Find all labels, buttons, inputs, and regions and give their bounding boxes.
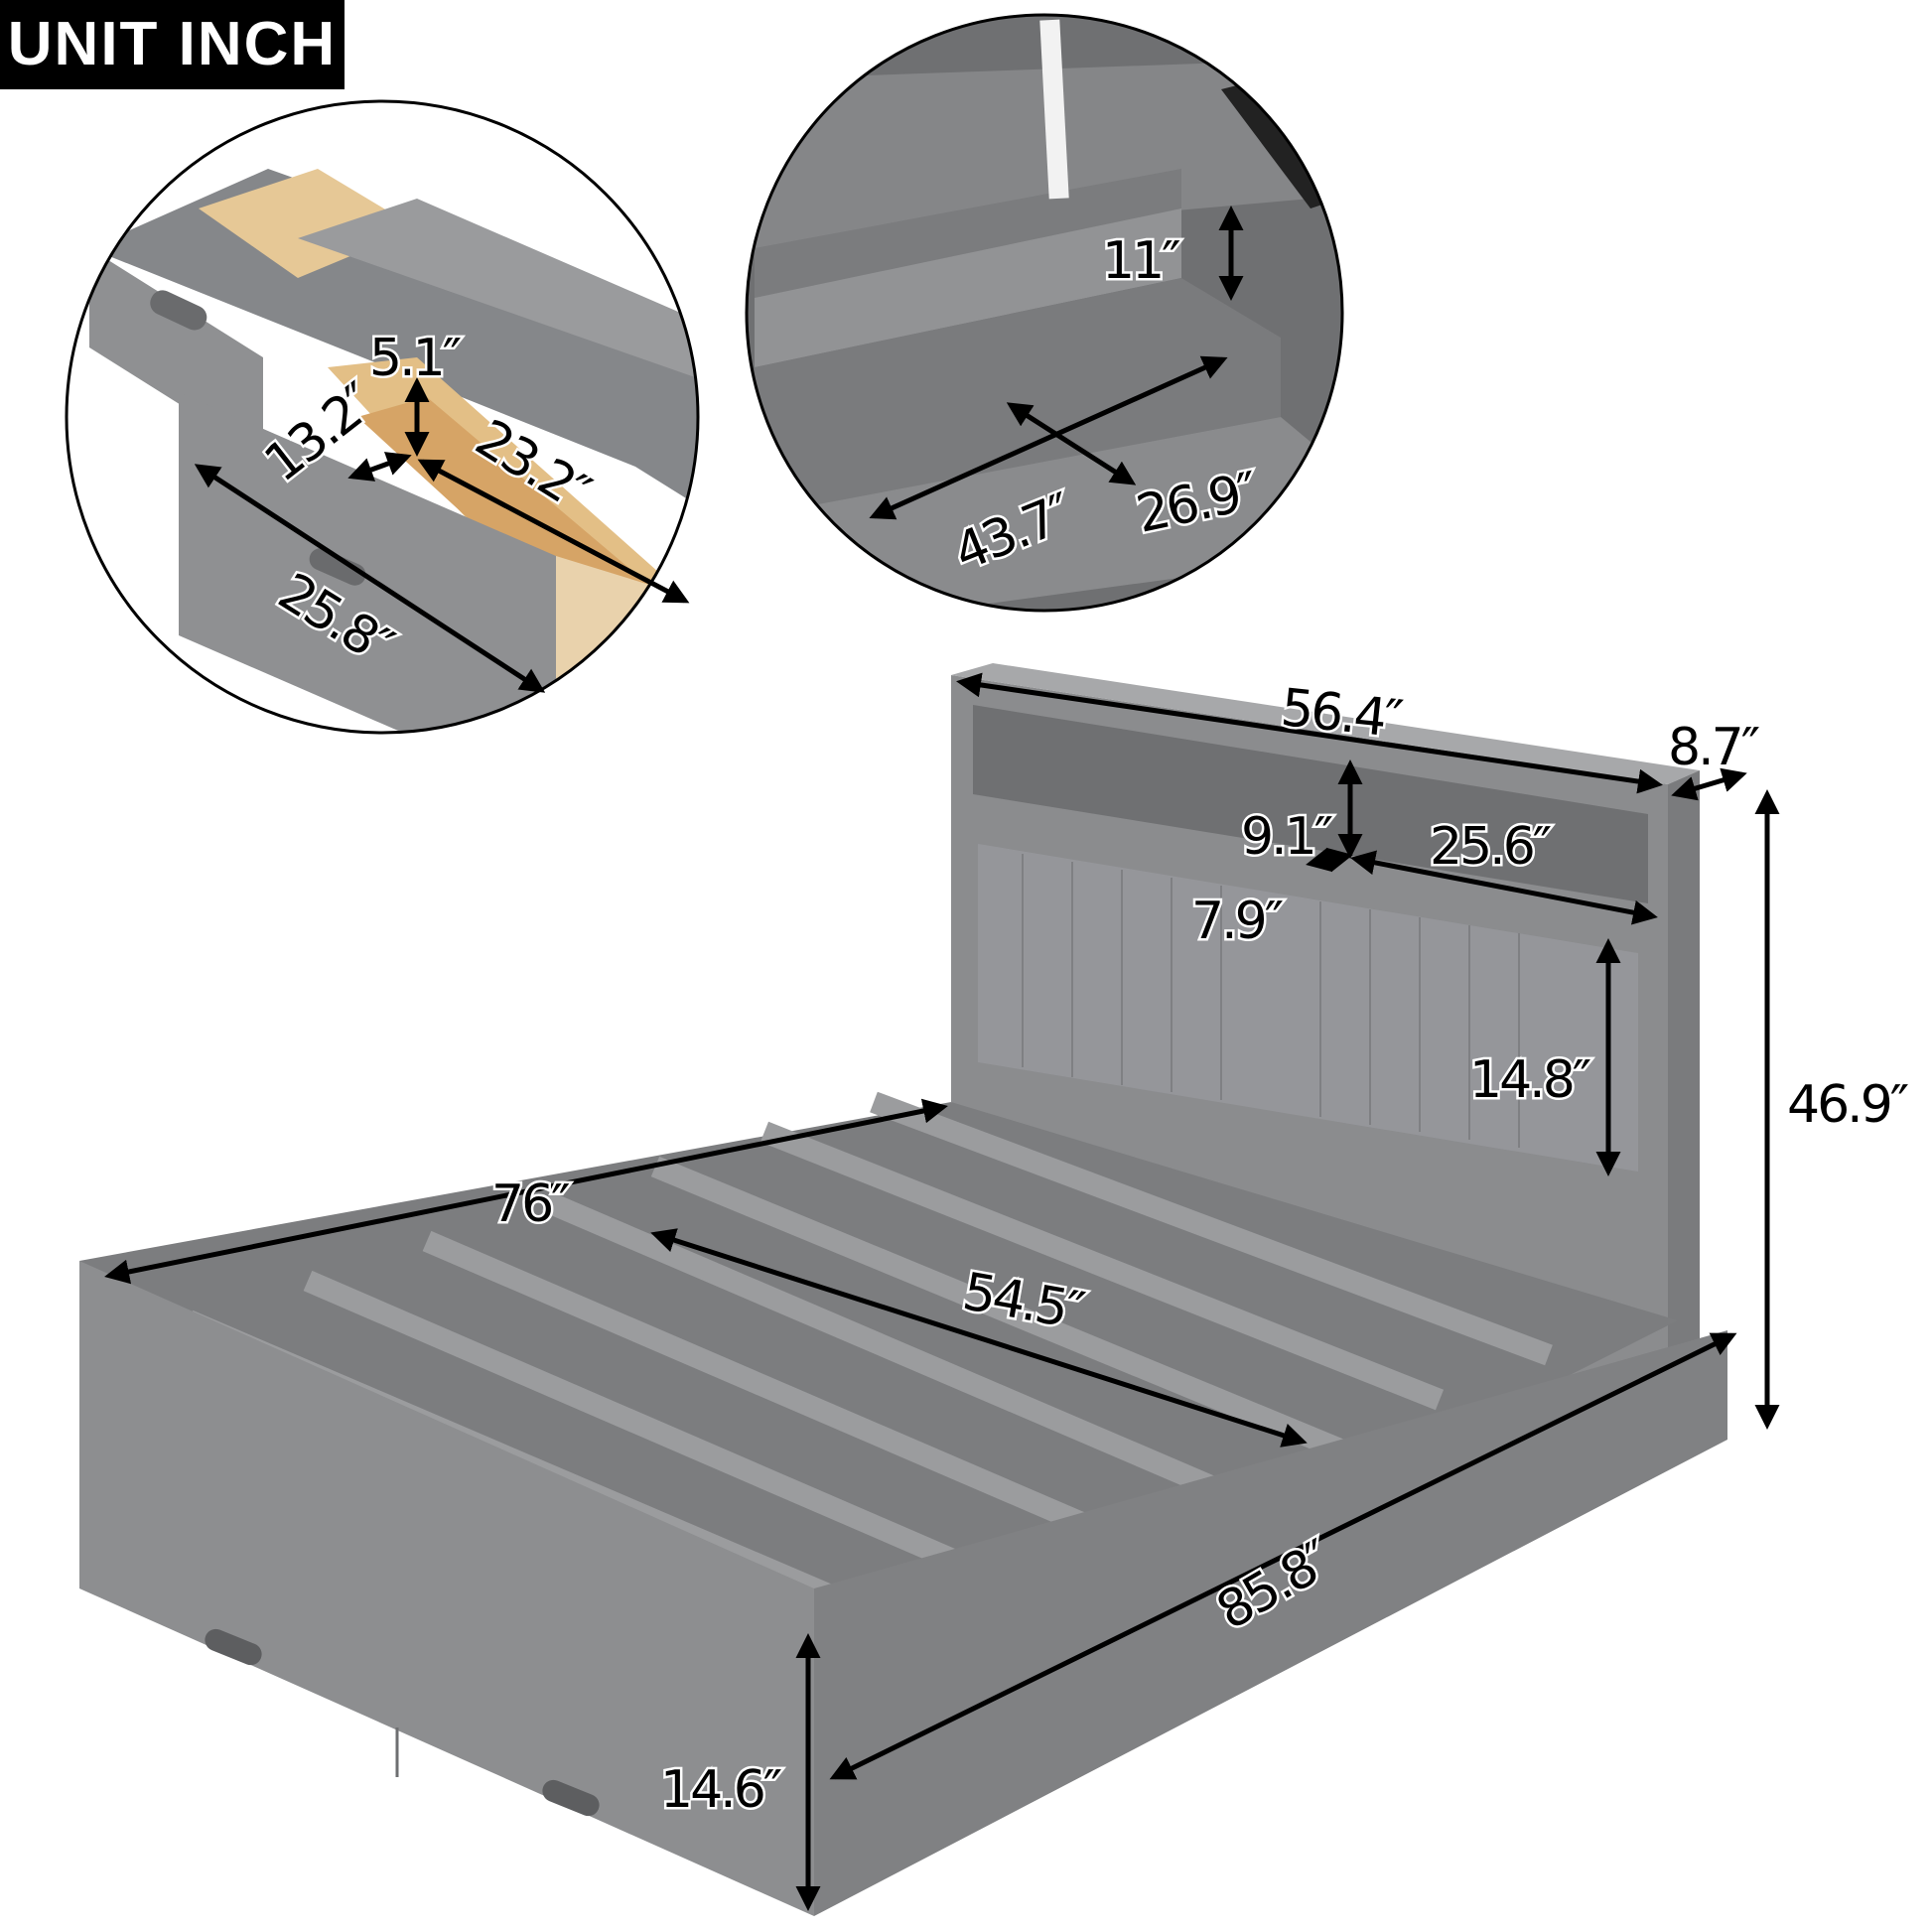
dim-side-length: 76″	[491, 1174, 570, 1234]
dim-total-height: 46.9″	[1787, 1075, 1909, 1135]
dim-shelf-height: 9.1″	[1241, 807, 1333, 867]
dim-shelf-depth: 7.9″	[1191, 892, 1284, 951]
headboard-cabinet	[978, 844, 1638, 1172]
dim-drawer-height: 5.1″	[369, 329, 462, 388]
drawer-handle-right	[542, 1779, 600, 1817]
storage-inset: 11″ 43.7″ 26.9″	[745, 13, 1344, 613]
drawer-inset: 5.1″ 13.2″ 23.2″ 25.8″	[65, 99, 700, 735]
dim-headboard-depth: 8.7″	[1668, 718, 1760, 777]
unit-badge: UNIT INCH	[0, 0, 345, 89]
dim-shelf-length: 25.6″	[1430, 817, 1552, 877]
bed-footboard	[79, 1261, 814, 1916]
dim-storage-height: 11″	[1102, 231, 1180, 291]
dim-cabinet-height: 14.8″	[1469, 1050, 1591, 1110]
dim-frame-height: 14.6″	[660, 1760, 782, 1820]
dim-headboard-width: 56.4″	[1278, 678, 1405, 751]
drawer-handle-left	[205, 1628, 262, 1666]
dim-storage-width: 26.9″	[1132, 462, 1264, 545]
